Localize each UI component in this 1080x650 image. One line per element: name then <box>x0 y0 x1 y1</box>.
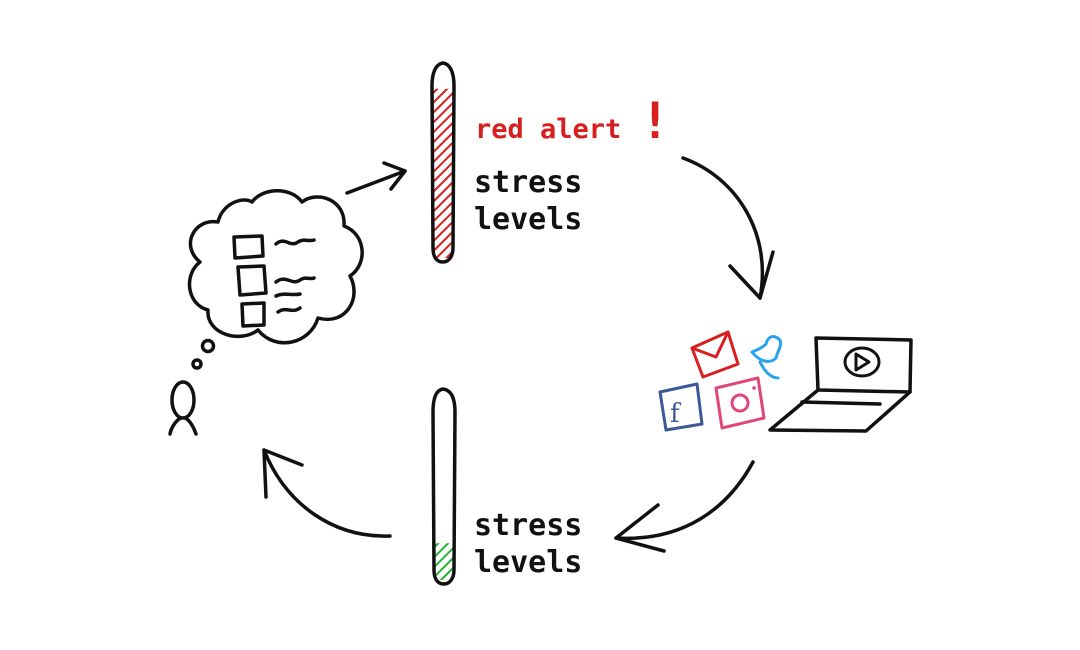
twitter-icon <box>752 337 781 378</box>
laptop-icon <box>770 338 911 431</box>
facebook-icon: f <box>660 384 702 430</box>
alert-exclamation-icon: ! <box>640 92 670 150</box>
top-stress-meter <box>432 63 454 262</box>
bottom-stress-label: stress <box>474 508 582 543</box>
top-stress-label: stress <box>474 165 582 200</box>
facebook-glyph: f <box>670 399 682 429</box>
top-levels-label: levels <box>474 202 582 237</box>
arrow-top-meter-to-devices <box>683 158 773 298</box>
bottom-meter-fill <box>434 543 454 580</box>
bottom-levels-label: levels <box>474 545 582 580</box>
top-meter-fill <box>433 89 453 258</box>
instagram-icon <box>716 378 764 428</box>
bottom-stress-meter <box>433 389 455 584</box>
red-alert-text: red alert <box>475 114 621 145</box>
arrow-bottom-meter-to-person <box>264 450 390 536</box>
thought-cloud-icon <box>190 191 363 368</box>
play-icon <box>845 348 879 376</box>
arrow-devices-to-bottom-meter <box>616 462 753 551</box>
mail-icon <box>692 332 738 377</box>
arrow-thought-to-top-meter <box>347 163 405 193</box>
person-icon <box>170 382 196 434</box>
checklist-icon <box>234 236 314 326</box>
